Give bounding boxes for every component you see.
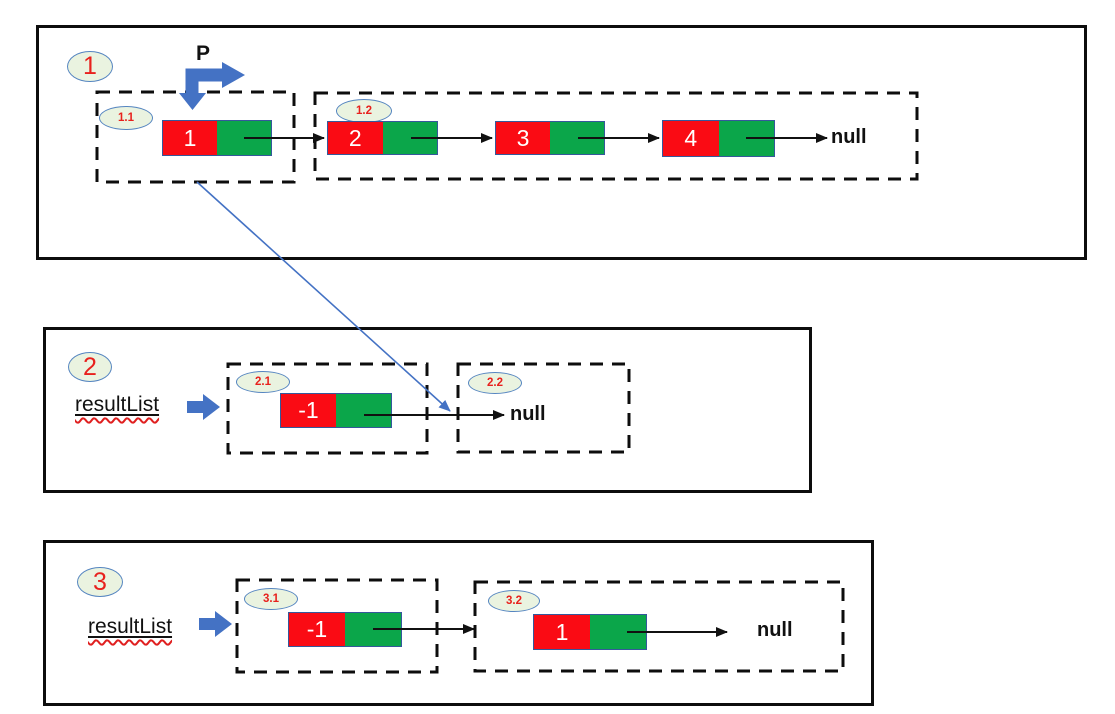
section-2-badge-label: 2: [83, 352, 97, 381]
group-2-2-badge: 2.2: [468, 372, 522, 394]
node-value-cell: 2: [328, 122, 383, 154]
node-pointer-cell: [345, 613, 401, 646]
list-node-3-value-1: 1: [533, 614, 647, 650]
group-2-1-badge-label: 2.1: [255, 376, 271, 388]
section-1-panel: [36, 25, 1087, 260]
section-1-badge: 1: [67, 51, 113, 82]
group-1-2-badge: 1.2: [336, 99, 392, 123]
null-terminal-2: null: [510, 403, 546, 425]
node-pointer-cell: [336, 394, 391, 427]
resultlist-label-2-text: resultList: [75, 393, 160, 416]
group-3-1-badge-label: 3.1: [263, 593, 279, 605]
list-node-1-value-2: 2: [327, 121, 438, 155]
group-1-1-badge: 1.1: [99, 106, 153, 130]
node-value-cell: -1: [289, 613, 345, 646]
group-1-2-badge-label: 1.2: [356, 105, 372, 117]
list-node-1-value-3: 3: [495, 121, 605, 155]
group-3-1-badge: 3.1: [244, 588, 298, 610]
group-2-1-badge: 2.1: [236, 371, 290, 393]
resultlist-label-3-text: resultList: [88, 615, 173, 638]
node-value-cell: 1: [163, 121, 217, 155]
section-2-badge: 2: [68, 352, 112, 382]
node-value-cell: 4: [663, 121, 719, 156]
group-3-2-badge-label: 3.2: [506, 595, 522, 607]
pointer-p-label: P: [196, 42, 211, 65]
list-node-1-value-4: 4: [662, 120, 775, 157]
list-node-1-value-1: 1: [162, 120, 272, 156]
resultlist-label-3: resultList: [88, 614, 172, 639]
resultlist-label-2: resultList: [75, 392, 159, 417]
list-node-2-value-minus1: -1: [280, 393, 392, 428]
group-2-2-badge-label: 2.2: [487, 377, 503, 389]
section-1-badge-label: 1: [83, 52, 97, 80]
node-pointer-cell: [718, 121, 774, 156]
group-3-2-badge: 3.2: [488, 590, 540, 612]
section-3-badge: 3: [77, 567, 123, 597]
node-value-cell: 3: [496, 122, 550, 154]
section-3-panel: [43, 540, 874, 706]
null-terminal-3: null: [757, 619, 793, 641]
list-node-3-value-minus1: -1: [288, 612, 402, 647]
group-1-1-badge-label: 1.1: [118, 112, 134, 124]
node-pointer-cell: [382, 122, 437, 154]
node-pointer-cell: [590, 615, 646, 649]
node-value-cell: 1: [534, 615, 590, 649]
null-terminal-1: null: [831, 126, 867, 148]
node-pointer-cell: [550, 122, 604, 154]
node-value-cell: -1: [281, 394, 336, 427]
section-3-badge-label: 3: [93, 567, 107, 596]
node-pointer-cell: [217, 121, 271, 155]
